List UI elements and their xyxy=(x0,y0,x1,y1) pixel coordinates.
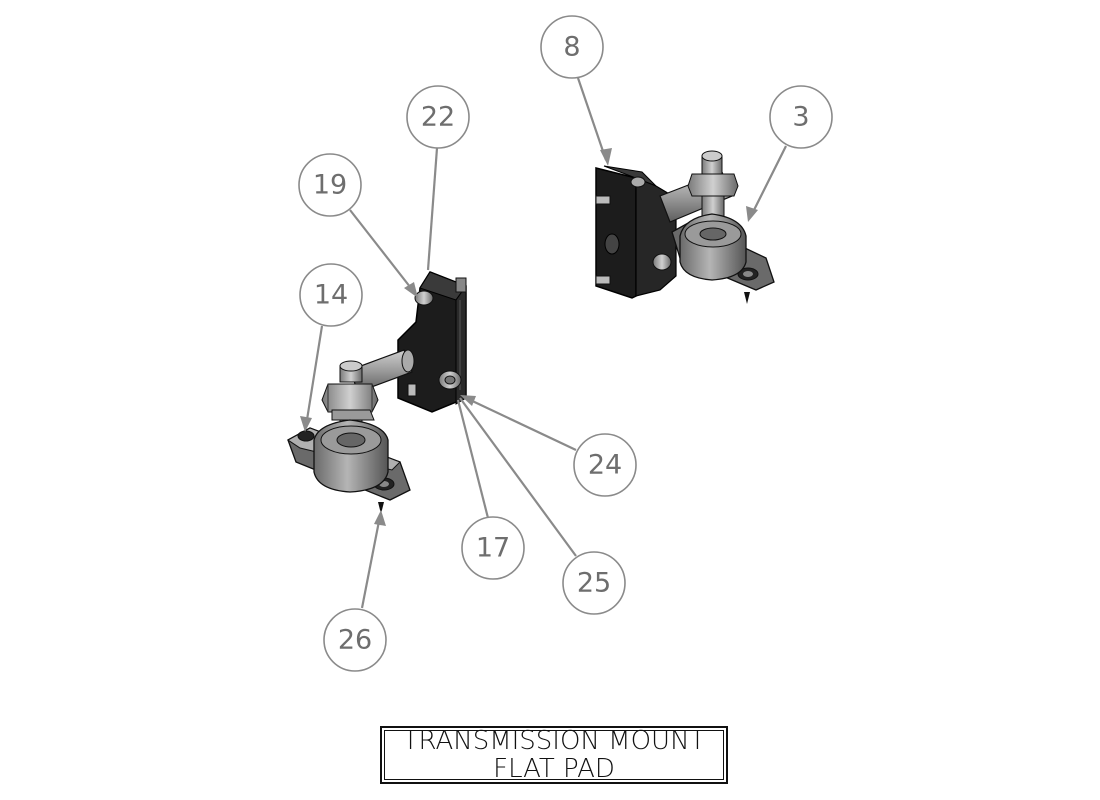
leader-lines xyxy=(300,77,787,609)
balloon-17-label: 17 xyxy=(476,533,510,564)
balloon-14-label: 14 xyxy=(314,280,348,311)
balloon-14: 14 xyxy=(299,263,363,327)
right-bracket-plate xyxy=(595,165,677,299)
balloon-22: 22 xyxy=(406,85,470,149)
right-top-bolt xyxy=(687,150,739,219)
drawing-title-line-1: TRANSMISSION MOUNT xyxy=(402,726,706,756)
balloon-8: 8 xyxy=(540,15,604,79)
balloon-3: 3 xyxy=(769,85,833,149)
left-bracket xyxy=(397,271,467,413)
left-flat-pad xyxy=(287,419,411,514)
drawing-title-line-2: FLAT PAD xyxy=(493,754,615,784)
balloon-8-label: 8 xyxy=(563,32,580,63)
balloon-19-label: 19 xyxy=(313,170,347,201)
balloon-19: 19 xyxy=(298,153,362,217)
balloon-3-label: 3 xyxy=(792,102,809,133)
balloon-26: 26 xyxy=(323,608,387,672)
left-mount-assembly xyxy=(287,271,467,514)
balloon-22-label: 22 xyxy=(421,102,455,133)
right-flat-pad xyxy=(671,213,775,304)
balloon-17: 17 xyxy=(461,516,525,580)
balloon-26-label: 26 xyxy=(338,625,372,656)
drawing-title-box: TRANSMISSION MOUNT FLAT PAD xyxy=(380,726,728,784)
balloon-25-label: 25 xyxy=(577,568,611,599)
balloon-24: 24 xyxy=(573,433,637,497)
right-mount-assembly xyxy=(595,150,775,304)
balloon-25: 25 xyxy=(562,551,626,615)
left-rod xyxy=(349,349,415,393)
balloon-24-label: 24 xyxy=(588,450,622,481)
